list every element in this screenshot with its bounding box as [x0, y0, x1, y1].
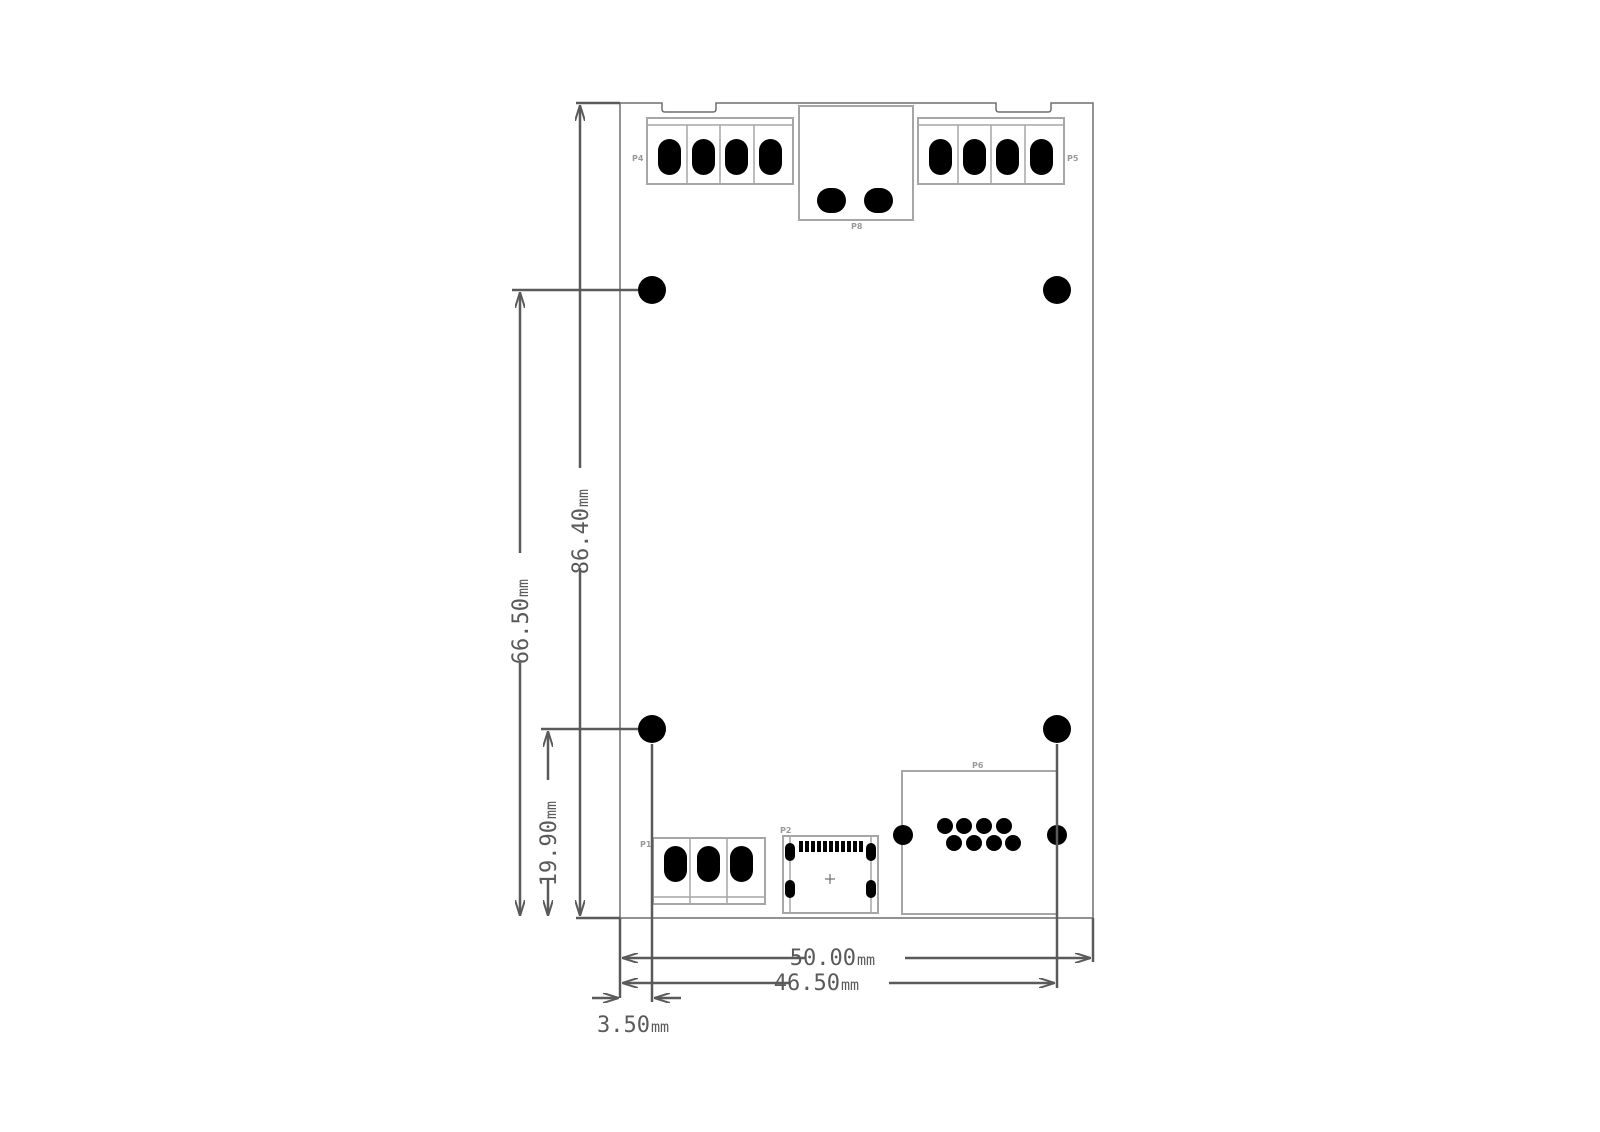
connector-label-p6: P6: [972, 761, 984, 770]
dim-value: 19.90: [537, 820, 562, 886]
pad: [966, 835, 982, 851]
dim-unit: mm: [542, 801, 560, 819]
pad: [929, 139, 952, 175]
pad: [1030, 139, 1053, 175]
connector-label-p4: P4: [632, 154, 644, 163]
dim-value: 46.50: [774, 971, 840, 996]
pad: [996, 139, 1019, 175]
mounting-hole-top-left: [638, 276, 666, 304]
dim-height-total: 86.40 mm: [569, 489, 594, 574]
connector-label-p2: P2: [780, 826, 791, 835]
connector-label-p1: P1: [640, 840, 652, 849]
mounting-hole-bottom-right: [1043, 715, 1071, 743]
pad: [866, 880, 876, 898]
dim-hole-offset-x: 3.50 mm: [597, 1013, 669, 1038]
dim-value: 3.50: [597, 1013, 650, 1038]
pad: [946, 835, 962, 851]
pad: [986, 835, 1002, 851]
dim-unit: mm: [574, 489, 592, 507]
pad: [963, 139, 986, 175]
pad: [864, 188, 893, 213]
pad: [893, 825, 913, 845]
dim-value: 50.00: [790, 946, 856, 971]
connector-p4: P4: [632, 117, 794, 185]
dimension-lines: [512, 101, 1095, 1002]
pad: [692, 139, 715, 175]
dim-unit: mm: [514, 579, 532, 597]
connector-p8: P8: [798, 105, 914, 231]
pad: [725, 139, 748, 175]
board-outline: [619, 102, 1094, 919]
pad: [759, 139, 782, 175]
pad: [730, 846, 753, 882]
dim-hole-offset-y: 19.90 mm: [537, 801, 562, 886]
dim-unit: mm: [857, 951, 875, 969]
pad: [785, 880, 795, 898]
pad: [697, 846, 720, 882]
pad: [866, 843, 876, 861]
dim-value: 86.40: [569, 508, 594, 574]
dim-hole-spacing-x: 46.50 mm: [774, 971, 859, 996]
pad: [664, 846, 687, 882]
pad: [817, 188, 846, 213]
usb-contact-row: [799, 841, 863, 852]
pad: [658, 139, 681, 175]
connector-p5: P5: [917, 117, 1079, 185]
mounting-hole-bottom-left: [638, 715, 666, 743]
connector-label-p8: P8: [851, 222, 863, 231]
connector-label-p5: P5: [1067, 154, 1079, 163]
connector-p1: P1: [640, 837, 766, 905]
pad: [1005, 835, 1021, 851]
pad: [976, 818, 992, 834]
dim-value: 66.50: [509, 598, 534, 664]
dim-unit: mm: [841, 976, 859, 994]
pad: [937, 818, 953, 834]
connector-p2: P2: [780, 826, 879, 914]
pad: [785, 843, 795, 861]
pad: [996, 818, 1012, 834]
pad: [956, 818, 972, 834]
dim-width-total: 50.00 mm: [790, 946, 875, 971]
dim-hole-spacing-y: 66.50 mm: [509, 579, 534, 664]
dim-unit: mm: [651, 1018, 669, 1036]
mounting-hole-top-right: [1043, 276, 1071, 304]
